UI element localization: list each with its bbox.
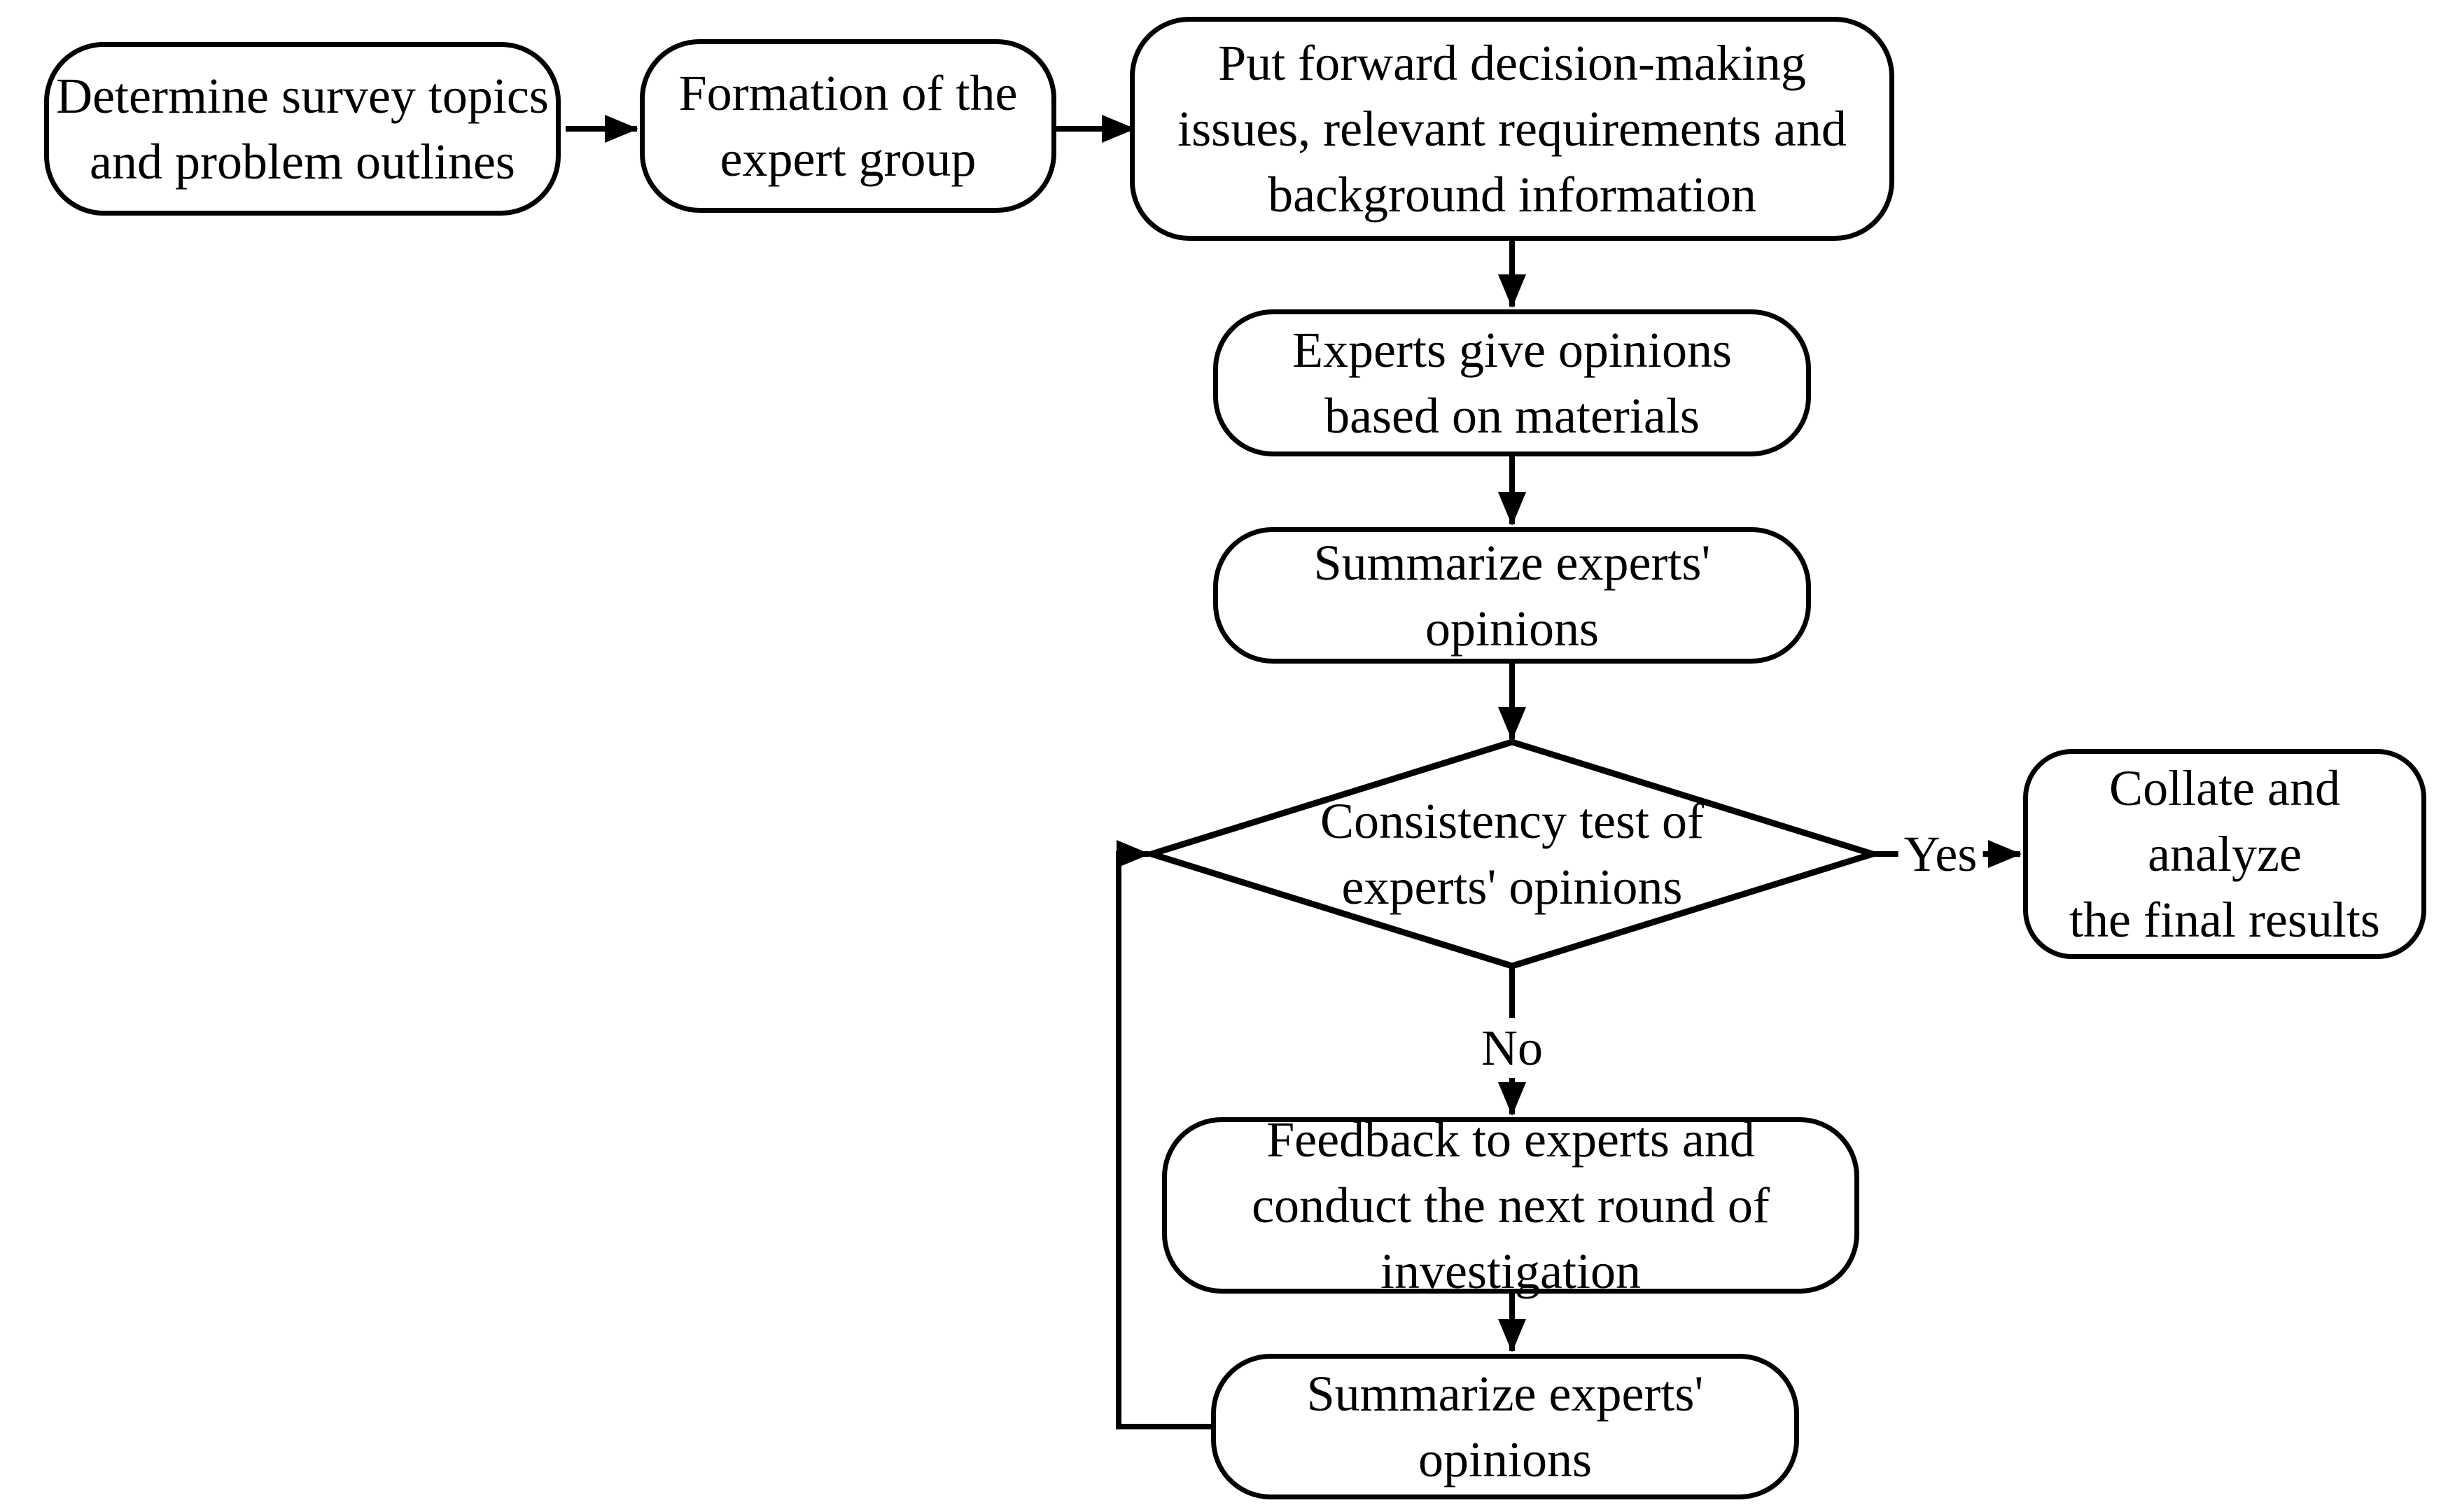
node-text-line: Collate and <box>2109 760 2340 816</box>
decision-consistency-test: Consistency test of experts' opinions <box>1232 784 1792 924</box>
node-text-line: issues, relevant requirements and <box>1177 101 1847 157</box>
node-feedback-next-round: Feedback to experts and conduct the next… <box>1162 1112 1859 1299</box>
node-text-line: experts' opinions <box>1341 859 1683 915</box>
node-summarize-opinions-2: Summarize experts' opinions <box>1211 1354 1799 1499</box>
node-text-line: investigation <box>1380 1243 1641 1299</box>
node-text-line: background information <box>1268 167 1756 223</box>
node-text-line: the final results <box>2069 892 2380 948</box>
node-text-line: Summarize experts' <box>1306 1366 1704 1422</box>
node-text-line: conduct the next round of <box>1252 1177 1770 1233</box>
node-collate-analyze-results: Collate and analyze the final results <box>2023 749 2426 959</box>
edge-label-no: No <box>1476 1018 1548 1078</box>
node-text-line: based on materials <box>1324 388 1700 444</box>
node-text-line: Determine survey topics <box>56 68 549 124</box>
node-put-forward-issues: Put forward decision-making issues, rele… <box>1130 17 1894 241</box>
node-text-line: Put forward decision-making <box>1218 35 1806 91</box>
node-text-line: Formation of the <box>678 65 1018 121</box>
node-text-line: and problem outlines <box>90 134 515 190</box>
node-experts-give-opinions: Experts give opinions based on materials <box>1213 309 1811 456</box>
node-text-line: expert group <box>720 131 977 187</box>
node-formation-expert-group: Formation of the expert group <box>640 39 1056 213</box>
node-text-line: Summarize experts' <box>1313 534 1711 591</box>
node-text-line: Feedback to experts and <box>1266 1112 1755 1168</box>
node-text-line: Consistency test of <box>1320 793 1704 849</box>
node-text-line: analyze <box>2148 826 2302 882</box>
node-determine-survey-topics: Determine survey topics and problem outl… <box>44 42 561 216</box>
edge-label-yes: Yes <box>1898 824 1983 884</box>
node-text-line: opinions <box>1425 600 1600 657</box>
node-text-line: opinions <box>1418 1432 1593 1488</box>
loop-line-summarize2-to-diamond <box>1116 840 1211 1429</box>
node-text-line: Experts give opinions <box>1292 322 1732 378</box>
node-summarize-opinions-1: Summarize experts' opinions <box>1213 527 1811 664</box>
